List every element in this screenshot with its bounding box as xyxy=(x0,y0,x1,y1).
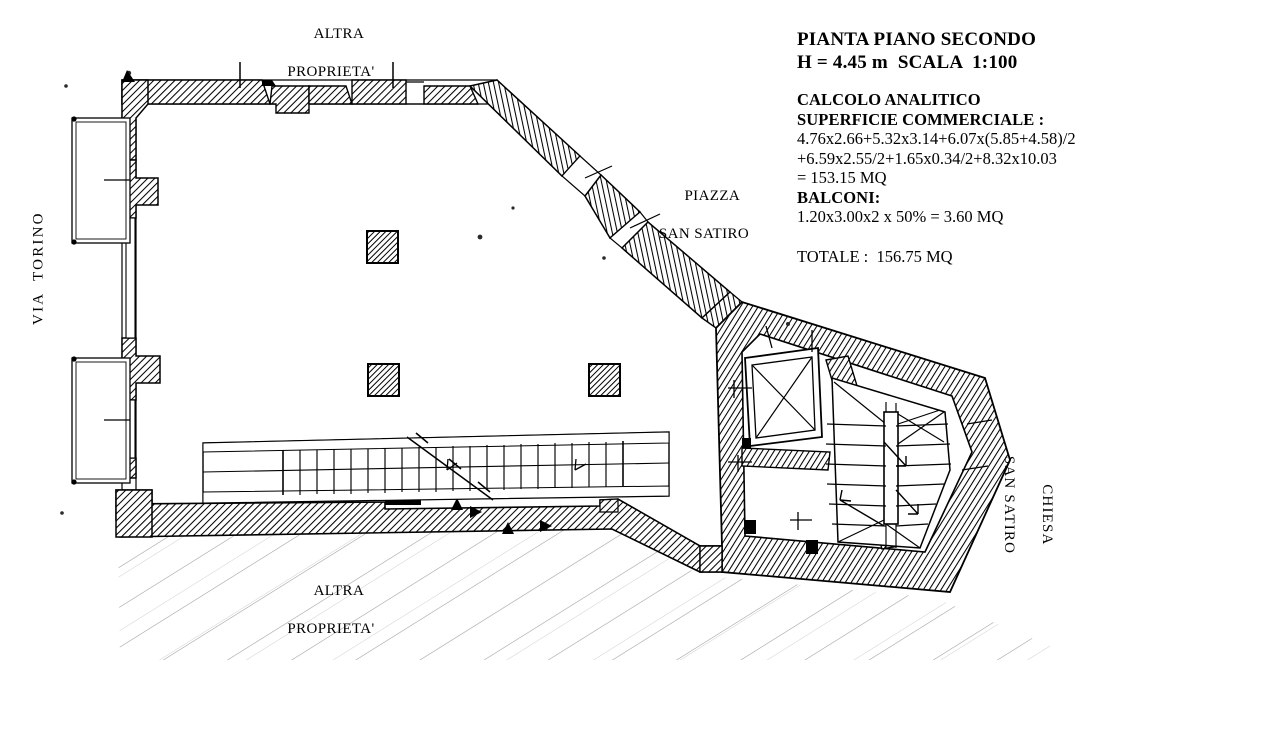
label-altra-proprieta-top-line1: ALTRA xyxy=(313,26,365,42)
column-south-west xyxy=(367,363,400,397)
southwest-corner xyxy=(115,489,153,538)
corner-marks xyxy=(122,70,135,82)
calc-expression-result: = 153.15 MQ xyxy=(797,168,887,187)
label-chiesa-san-satiro: CHIESA SAN SATIRO xyxy=(961,445,1075,565)
main-staircase xyxy=(202,431,670,504)
calc-total: TOTALE : 156.75 MQ xyxy=(797,246,953,266)
label-altra-proprieta-bottom: ALTRA PROPRIETA' xyxy=(231,563,431,677)
calc-expression-line-2: +6.59x2.55/2+1.65x0.34/2+8.32x10.03 xyxy=(797,148,1057,168)
label-altra-proprieta-top-line2: PROPRIETA' xyxy=(287,64,375,80)
dogleg-staircase xyxy=(825,376,952,549)
label-piazza-san-satiro: PIAZZA SAN SATIRO xyxy=(634,168,774,282)
label-chiesa-line2: SAN SATIRO xyxy=(1001,455,1017,555)
label-piazza-line1: PIAZZA xyxy=(684,188,741,204)
balcony-lower xyxy=(71,356,131,485)
calc-heading-1: CALCOLO ANALITICO xyxy=(797,90,981,109)
label-piazza-line2: SAN SATIRO xyxy=(658,226,750,242)
adjacent-property-hatch xyxy=(118,528,1060,660)
label-altra-proprieta-top: ALTRA PROPRIETA' xyxy=(231,6,431,120)
column-north xyxy=(366,230,399,264)
balcony-upper xyxy=(71,116,131,245)
label-via-torino-text: VIA TORINO xyxy=(30,211,47,325)
east-core-block xyxy=(715,300,1011,593)
label-altra-proprieta-bottom-line1: ALTRA xyxy=(313,583,365,599)
plan-title-line-2: H = 4.45 m SCALA 1:100 xyxy=(797,52,1018,73)
southeast-connector-wall xyxy=(599,498,723,573)
calculation-block: CALCOLO ANALITICO SUPERFICIE COMMERCIALE… xyxy=(797,90,1127,266)
label-via-torino: VIA TORINO xyxy=(14,211,65,349)
balconi-expression: 1.20x3.00x2 x 50% = 3.60 MQ xyxy=(797,207,1004,226)
calc-heading-2: SUPERFICIE COMMERCIALE : xyxy=(797,109,1045,129)
balconi-label: BALCONI: xyxy=(797,187,881,207)
title-and-calculation-panel: PIANTA PIANO SECONDO H = 4.45 m SCALA 1:… xyxy=(797,28,1127,266)
plan-title-line-1: PIANTA PIANO SECONDO xyxy=(797,29,1037,50)
calc-expression-line-1: 4.76x2.66+5.32x3.14+6.07x(5.85+4.58)/2 xyxy=(797,129,1076,148)
label-altra-proprieta-bottom-line2: PROPRIETA' xyxy=(287,621,375,637)
label-chiesa-line1: CHIESA xyxy=(1039,484,1055,546)
lift-shaft xyxy=(744,346,823,448)
column-south-east xyxy=(588,363,621,397)
